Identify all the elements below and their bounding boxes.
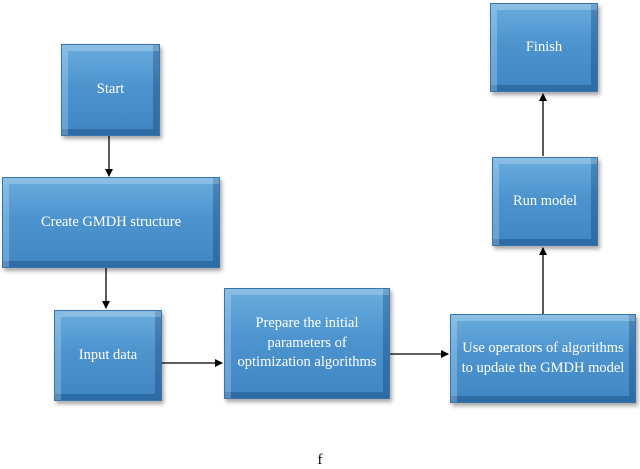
node-prepare-parameters: Prepare the initial parameters of optimi… (224, 288, 390, 399)
node-prepare-label: Prepare the initial parameters of optimi… (237, 315, 377, 371)
node-finish-label: Finish (525, 38, 563, 55)
node-create-label: Create GMDH structure (40, 213, 182, 230)
node-input-label: Input data (78, 346, 138, 363)
node-run-model: Run model (492, 157, 598, 246)
node-operators-label: Use operators of algorithms to update th… (461, 339, 625, 376)
node-input-data: Input data (54, 310, 162, 401)
node-use-operators: Use operators of algorithms to update th… (450, 314, 636, 403)
node-create-gmdh-structure: Create GMDH structure (2, 177, 220, 268)
node-start: Start (61, 44, 160, 136)
node-finish: Finish (490, 3, 598, 92)
figure-caption: f (317, 452, 323, 468)
node-start-label: Start (96, 81, 125, 98)
node-run-label: Run model (512, 192, 578, 209)
